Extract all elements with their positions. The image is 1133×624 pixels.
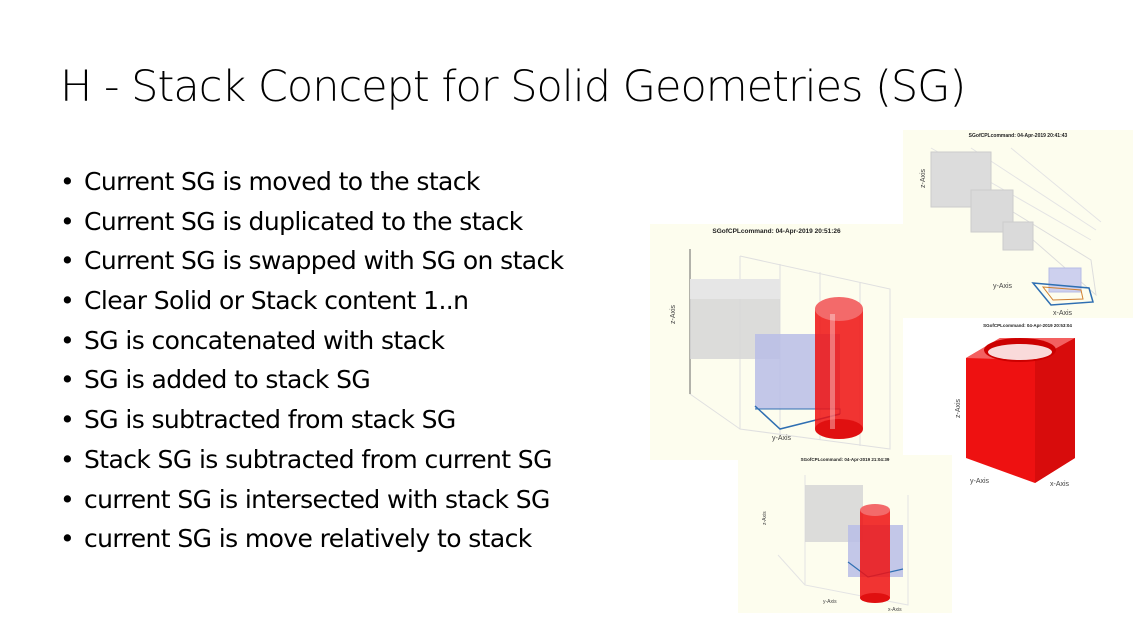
bullet-item: •SG is added to stack SG (60, 365, 371, 395)
svg-text:y-Axis: y-Axis (772, 435, 792, 442)
svg-text:z-Axis: z-Axis (670, 304, 677, 324)
svg-text:x-Axis: x-Axis (1053, 310, 1073, 317)
bullet-item: •Stack SG is subtracted from current SG (60, 444, 552, 474)
bullet-list: •Current SG is moved to the stack •Curre… (60, 164, 564, 561)
plot-3d-hollow-cube: z-Axis y-Axis x-Axis (955, 338, 1075, 488)
svg-text:y-Axis: y-Axis (970, 478, 990, 485)
bullet-item: •SG is subtracted from stack SG (60, 405, 456, 435)
svg-text:x-Axis: x-Axis (1050, 481, 1070, 488)
svg-text:z-Axis: z-Axis (955, 398, 962, 418)
figure-hollow-cube: SGofCPLcommand: 04-Apr-2019 20:53:04 z-A… (940, 318, 1115, 490)
figure-cylinder-stack-2: SGofCPLcommand: 04-Apr-2019 21:04:39 z-A… (738, 455, 952, 613)
svg-text:z-Axis: z-Axis (762, 511, 768, 525)
plot-3d-cylinder: z-Axis y-Axis (670, 249, 891, 450)
bullet-item: •Clear Solid or Stack content 1..n (60, 286, 469, 316)
bullet-item: •Current SG is swapped with SG on stack (60, 246, 564, 276)
svg-text:y-Axis: y-Axis (823, 599, 837, 605)
bullet-item: •current SG is intersected with stack SG (60, 484, 550, 514)
figure-stack-boxes: SGofCPLcommand: 04-Apr-2019 20:41:43 z-A… (903, 130, 1133, 318)
bullet-item: •current SG is move relatively to stack (60, 524, 532, 554)
plot-3d-cylinder-2: z-Axis y-Axis x-Axis (762, 475, 909, 613)
svg-text:z-Axis: z-Axis (920, 168, 927, 188)
svg-text:y-Axis: y-Axis (993, 283, 1013, 290)
bullet-item: •Current SG is duplicated to the stack (60, 206, 523, 236)
bullet-item: •Current SG is moved to the stack (60, 167, 480, 196)
bullet-item: •SG is concatenated with stack (60, 325, 445, 355)
figure-cylinder-stack: SGofCPLcommand: 04-Apr-2019 20:51:26 z-A… (650, 224, 903, 460)
plot-3d-boxes: z-Axis y-Axis x-Axis (920, 147, 1102, 317)
svg-text:x-Axis: x-Axis (888, 607, 902, 613)
slide-title: H - Stack Concept for Solid Geometries (… (60, 62, 966, 112)
